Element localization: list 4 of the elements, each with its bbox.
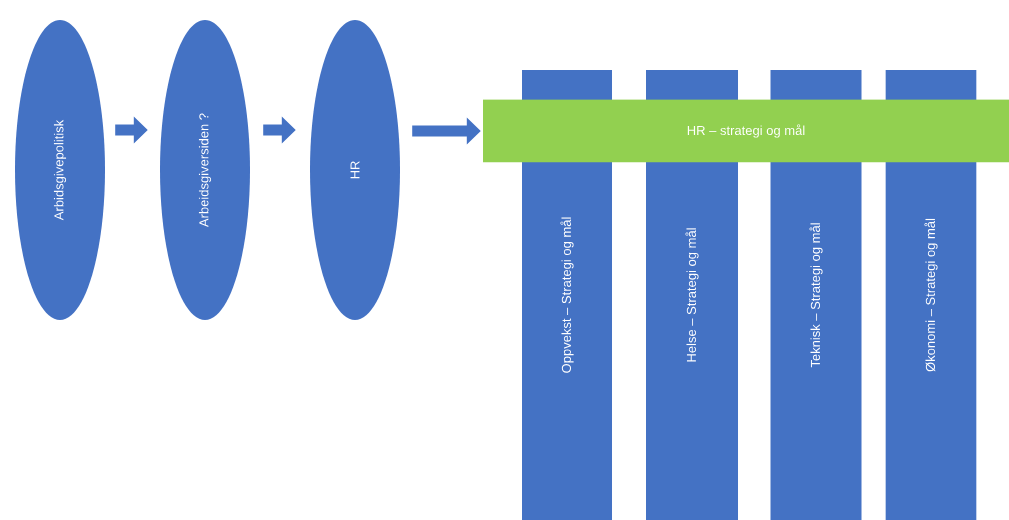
banner-bar: HR – strategi og mål [483, 99, 1009, 163]
ellipse-node: HR [310, 20, 400, 320]
ellipse-node: Arbidsgivepolitisk [15, 20, 105, 320]
ellipse-node: Arbeidsgiversiden ? [160, 20, 250, 320]
